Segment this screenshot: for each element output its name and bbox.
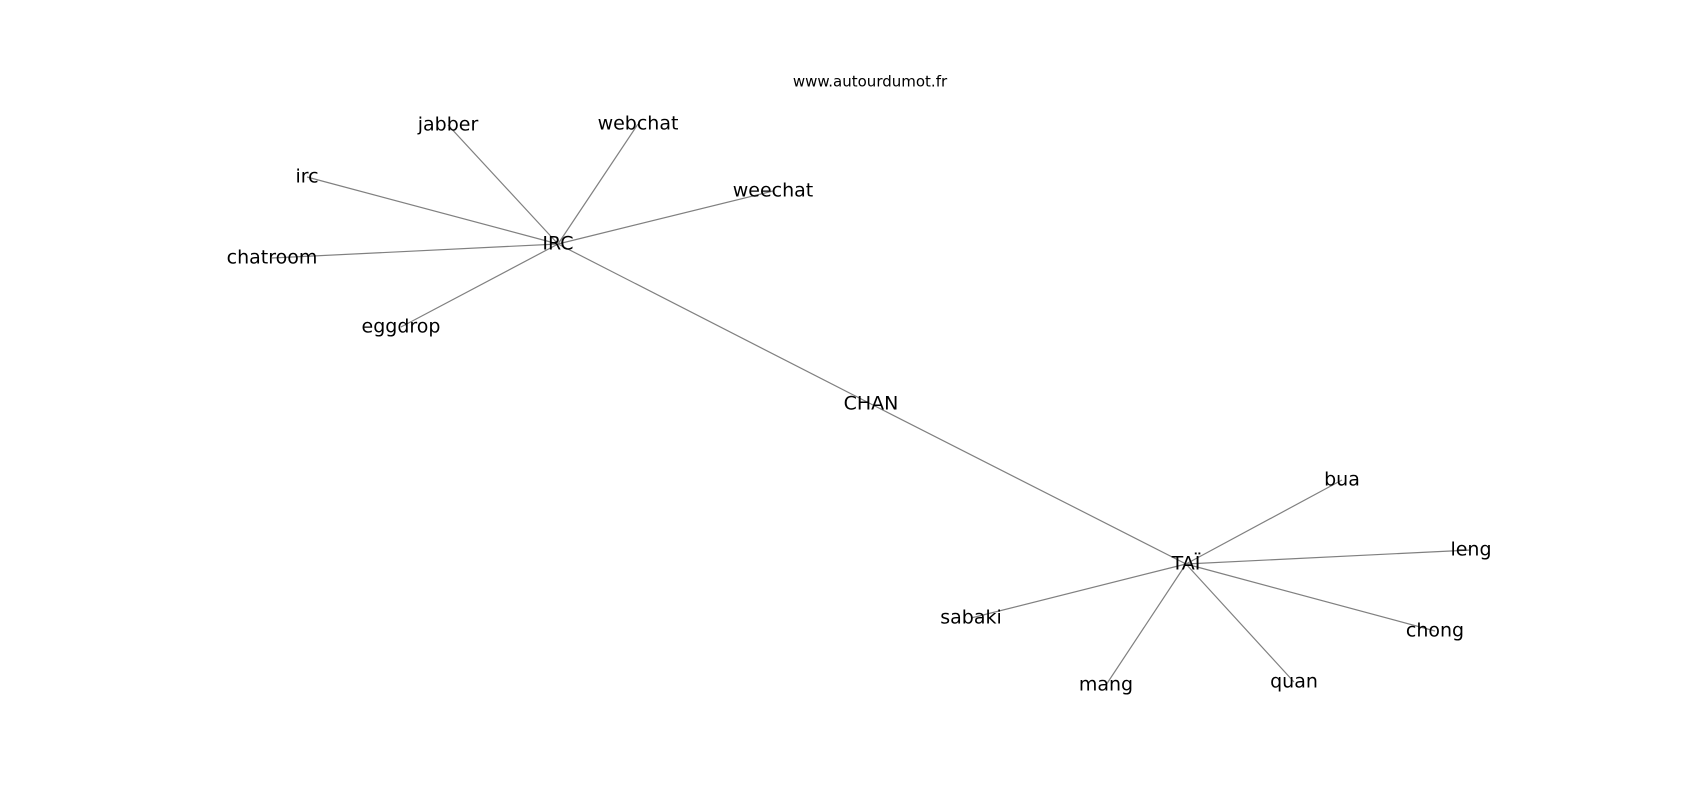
edge-tai-chong: [1185, 563, 1436, 632]
node-label-mang: mang: [1079, 674, 1133, 696]
node-label-webchat: webchat: [598, 113, 679, 135]
edge-tai-sabaki: [970, 563, 1187, 619]
edge-tai-quan: [1185, 563, 1295, 683]
edge-irc-jabber: [447, 124, 559, 245]
graph-node-labels: CHAN IRC TAÏ jabber webchat irc weechat chatroo…: [227, 113, 1492, 696]
node-label-tai: TAÏ: [1171, 552, 1201, 575]
node-label-quan: quan: [1270, 671, 1318, 693]
node-label-bua: bua: [1324, 469, 1360, 491]
node-label-eggdrop: eggdrop: [362, 316, 441, 338]
node-label-sabaki: sabaki: [940, 607, 1002, 629]
edge-tai-leng: [1185, 549, 1472, 565]
edge-tai-bua: [1185, 479, 1343, 565]
edge-irc-chan: [557, 243, 872, 405]
node-label-chan: CHAN: [844, 393, 899, 415]
source-watermark: www.autourdumot.fr: [793, 73, 948, 91]
node-label-jabber: jabber: [417, 114, 479, 136]
edge-irc-webchat: [557, 123, 639, 245]
edge-tai-mang: [1105, 563, 1187, 686]
node-label-chatroom: chatroom: [227, 247, 318, 269]
edge-irc-weechat: [557, 190, 774, 245]
edge-chan-tai: [870, 403, 1187, 565]
node-label-weechat: weechat: [733, 180, 814, 202]
node-label-irc: irc: [295, 166, 318, 188]
node-label-irc: IRC: [542, 233, 573, 255]
edge-irc-chatroom: [271, 243, 559, 259]
node-label-chong: chong: [1406, 620, 1464, 642]
edge-irc-irc: [306, 176, 559, 245]
node-label-leng: leng: [1450, 539, 1491, 561]
graph-edges: [271, 123, 1472, 686]
edge-irc-eggdrop: [400, 243, 559, 328]
